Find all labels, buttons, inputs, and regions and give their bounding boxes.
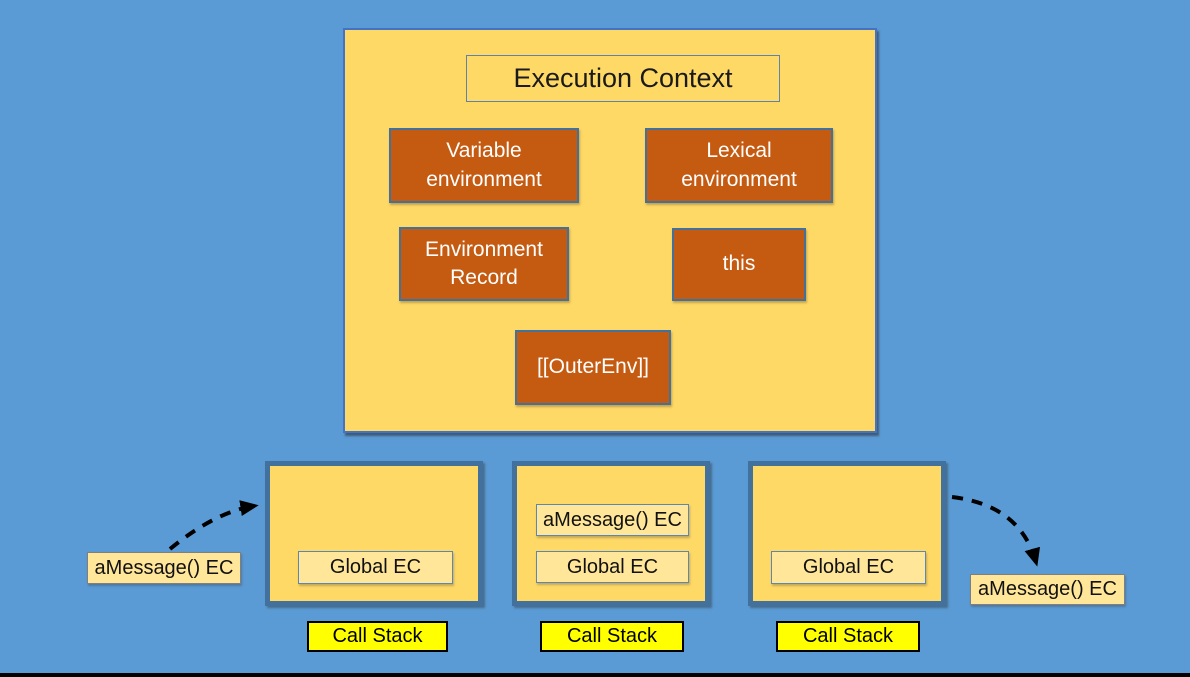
this-label: this (722, 252, 756, 276)
execution-context-title: Execution Context (513, 63, 733, 93)
stack1-frame-global-ec: Global EC (298, 551, 453, 584)
stack3-frame-global-ec: Global EC (771, 551, 926, 584)
call-stack-box-1: Global EC (265, 461, 483, 606)
stack2-frame-amessage-ec: aMessage() EC (536, 504, 689, 536)
execution-context-panel: Execution Context Variable environment L… (343, 28, 877, 433)
variable-environment-box: Variable environment (389, 128, 579, 203)
environment-record-box: Environment Record (399, 227, 569, 301)
outer-env-label: [[OuterEnv]] (536, 355, 650, 379)
bottom-bar (0, 673, 1190, 677)
lexical-environment-label: Lexical environment (681, 139, 797, 191)
call-stack-box-3: Global EC (748, 461, 946, 606)
stack2-frame-global-ec: Global EC (536, 551, 689, 583)
variable-environment-label: Variable environment (426, 139, 542, 191)
amessage-ec-floating-right: aMessage() EC (970, 574, 1125, 605)
this-box: this (672, 228, 806, 301)
call-stack-box-2: aMessage() EC Global EC (512, 461, 710, 606)
amessage-ec-floating-right-label: aMessage() EC (978, 578, 1117, 600)
push-arrow (168, 500, 259, 551)
pop-arrow (951, 495, 1041, 567)
amessage-ec-floating-left-label: aMessage() EC (94, 556, 234, 579)
call-stack-caption-1: Call Stack (307, 621, 448, 652)
amessage-ec-floating-left: aMessage() EC (87, 552, 241, 584)
execution-context-title-box: Execution Context (466, 55, 780, 102)
lexical-environment-box: Lexical environment (645, 128, 833, 203)
call-stack-caption-2: Call Stack (540, 621, 684, 652)
outer-env-box: [[OuterEnv]] (515, 330, 671, 405)
environment-record-label: Environment Record (425, 237, 543, 289)
call-stack-caption-3: Call Stack (776, 621, 920, 652)
